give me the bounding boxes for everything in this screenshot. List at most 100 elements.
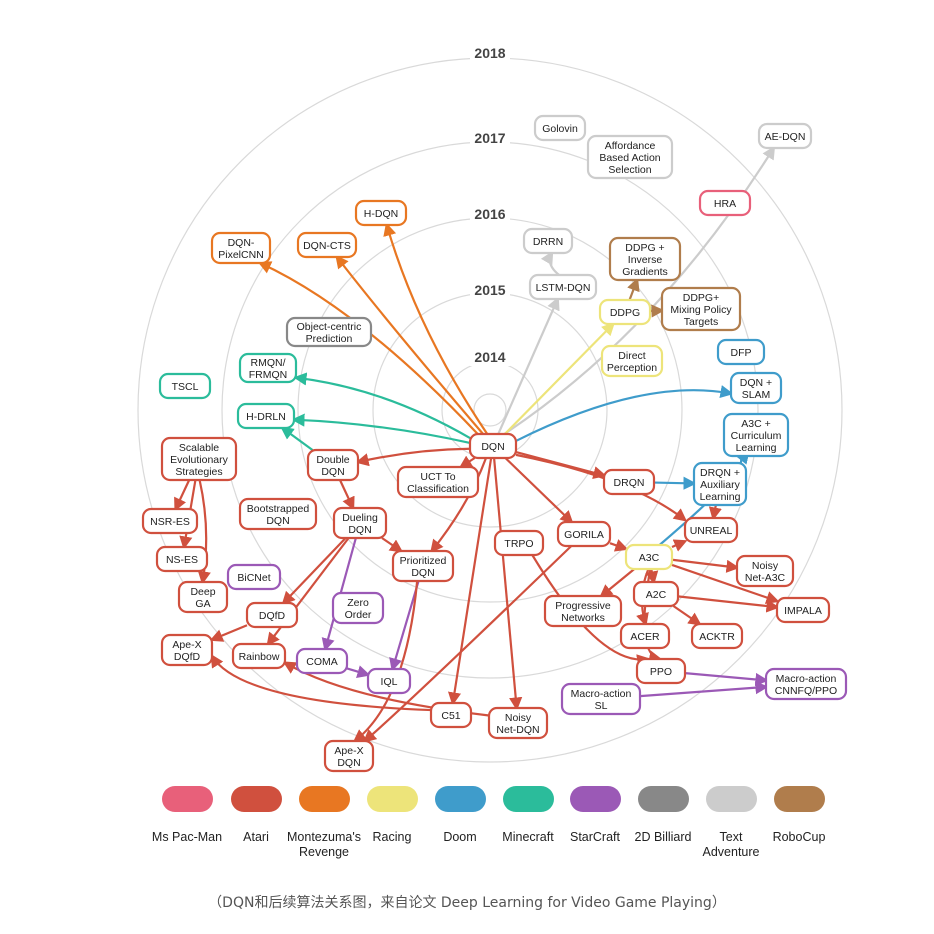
- node-c51: C51: [429, 701, 473, 729]
- legend-swatch: [637, 786, 689, 812]
- node-drrn: DRRN: [522, 227, 574, 255]
- edge-double-dqn-to-h-drln: [280, 426, 314, 451]
- edge-dueling-dqn-to-prioritized-dqn: [381, 537, 404, 553]
- node-tscl: TSCL: [158, 372, 212, 400]
- legend-swatch: [161, 786, 213, 812]
- node-ppo: PPO: [635, 657, 687, 685]
- year-label: 2015: [474, 282, 505, 298]
- legend-item: 2D Billiard: [623, 786, 703, 845]
- legend-item: StarCraft: [555, 786, 635, 845]
- node-label: GORILA: [564, 529, 604, 541]
- node-label: Rainbow: [239, 651, 280, 663]
- node-coma: COMA: [295, 647, 349, 675]
- edge-dqn-to-dqn-slam: [515, 385, 734, 442]
- node-ns-es: NS-ES: [155, 545, 209, 573]
- legend-label: Montezuma's Revenge: [287, 830, 361, 859]
- node-label: UNREAL: [690, 525, 733, 537]
- edge-dqn-to-unreal: [515, 453, 688, 522]
- legend-swatch: [230, 786, 282, 812]
- node-rmqn: RMQN/FRMQN: [238, 352, 298, 384]
- edge-a3c-to-noisy-net-a3c: [671, 558, 740, 573]
- edge-dqn-to-h-dqn: [383, 222, 489, 435]
- node-drqn: DRQN: [602, 468, 656, 496]
- node-label: RMQN/FRMQN: [249, 357, 288, 381]
- node-ae-dqn: AE-DQN: [757, 122, 813, 150]
- node-dqn: DQN: [468, 432, 518, 460]
- node-label: DFP: [731, 347, 752, 359]
- node-dfp: DFP: [716, 338, 766, 366]
- node-trpo: TRPO: [493, 529, 545, 557]
- node-label: DQN-CTS: [303, 240, 351, 252]
- legend-label: Racing: [372, 830, 412, 844]
- edge-double-dqn-to-dueling-dqn: [338, 479, 355, 511]
- edge-prioritized-dqn-to-iql: [389, 580, 420, 672]
- node-label: A2C: [646, 589, 667, 601]
- edge-dueling-dqn-to-dqfd: [281, 537, 347, 605]
- node-label: NS-ES: [166, 554, 198, 566]
- edge-ppo-to-macro-action-cnnfq: [684, 672, 769, 687]
- legend-item: Atari: [216, 786, 296, 845]
- edge-dqn-to-double-dqn: [355, 447, 471, 467]
- legend-swatch: [705, 786, 757, 812]
- legend-label: 2D Billiard: [634, 830, 692, 844]
- legend-swatch: [773, 786, 825, 812]
- edge-a3c-to-unreal: [671, 539, 688, 552]
- legend-swatch: [298, 786, 350, 812]
- legend-item: Text Adventure: [691, 786, 771, 860]
- edge-drqn-aux-to-unreal: [708, 504, 722, 521]
- legend-label: Text Adventure: [702, 830, 760, 859]
- edge-dqn-to-c51: [447, 457, 493, 706]
- edge-dqn-to-gorila: [504, 457, 574, 524]
- edge-dqn-to-dqn-cts: [335, 254, 484, 435]
- node-acktr: ACKTR: [690, 622, 744, 650]
- node-label: IMPALA: [784, 605, 822, 617]
- node-label: DRQN: [614, 477, 645, 489]
- node-lstm-dqn: LSTM-DQN: [528, 273, 598, 301]
- node-unreal: UNREAL: [683, 516, 739, 544]
- node-label: Golovin: [542, 123, 578, 135]
- edge-dqn-to-lstm-dqn: [497, 296, 560, 435]
- year-label: 2014: [474, 349, 505, 365]
- edge-a2c-to-acktr: [672, 605, 702, 626]
- node-label: C51: [441, 710, 460, 722]
- year-ring-0: [473, 393, 507, 427]
- edge-ddpg-to-ddpg-inverse: [627, 277, 640, 301]
- node-label: H-DRLN: [246, 411, 286, 423]
- edge-dqn-to-rmqn: [293, 372, 471, 439]
- legend-item: RoboCup: [759, 786, 839, 845]
- node-label: ACKTR: [699, 631, 735, 643]
- edge-trpo-to-ppo: [531, 554, 651, 668]
- legend-label: Ms Pac-Man: [151, 830, 223, 844]
- edge-coma-to-iql: [346, 665, 371, 679]
- legend-label: Doom: [443, 830, 477, 844]
- edge-gorila-to-a3c: [609, 539, 629, 552]
- legend-item: Racing: [352, 786, 432, 845]
- edge-dqn-to-ddpg: [504, 322, 616, 435]
- node-golovin: Golovin: [533, 114, 587, 142]
- legend-label: Atari: [243, 830, 269, 844]
- edge-c51-to-ape-x-dqfd: [210, 653, 432, 712]
- node-label: H-DQN: [364, 208, 398, 220]
- node-dqn-slam: DQN +SLAM: [729, 371, 783, 405]
